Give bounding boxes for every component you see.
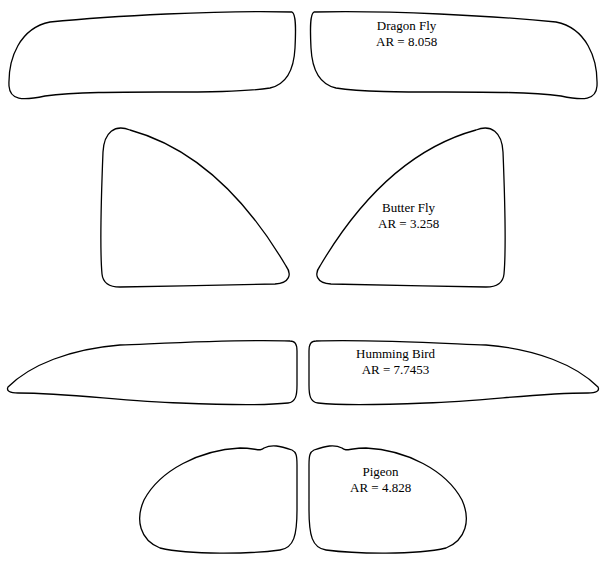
species-name: Pigeon	[350, 464, 411, 480]
species-name: Dragon Fly	[376, 18, 437, 34]
wing-label: Butter FlyAR = 3.258	[378, 200, 439, 232]
hummingbird-wing: Humming BirdAR = 7.7453	[306, 335, 602, 409]
butterfly-left-wing	[101, 128, 289, 287]
wing-outline	[306, 335, 602, 409]
pigeon-left-wing	[140, 446, 297, 553]
dragonfly-wing: Dragon FlyAR = 8.058	[306, 8, 602, 104]
hummingbird-left-wing	[7, 340, 297, 404]
pigeon-wing: PigeonAR = 4.828	[306, 440, 472, 558]
aspect-ratio-value: AR = 7.7453	[356, 362, 435, 378]
butterfly-wing: Butter FlyAR = 3.258	[306, 122, 508, 292]
wing-label: Humming BirdAR = 7.7453	[356, 346, 435, 378]
wing-label: PigeonAR = 4.828	[350, 464, 411, 496]
dragonfly-left-wing	[9, 12, 296, 99]
wing-outline	[306, 8, 602, 104]
wing-label: Dragon FlyAR = 8.058	[376, 18, 437, 50]
species-name: Humming Bird	[356, 346, 435, 362]
aspect-ratio-value: AR = 8.058	[376, 34, 437, 50]
aspect-ratio-value: AR = 4.828	[350, 480, 411, 496]
aspect-ratio-value: AR = 3.258	[378, 216, 439, 232]
species-name: Butter Fly	[378, 200, 439, 216]
wing-outline	[306, 440, 472, 558]
